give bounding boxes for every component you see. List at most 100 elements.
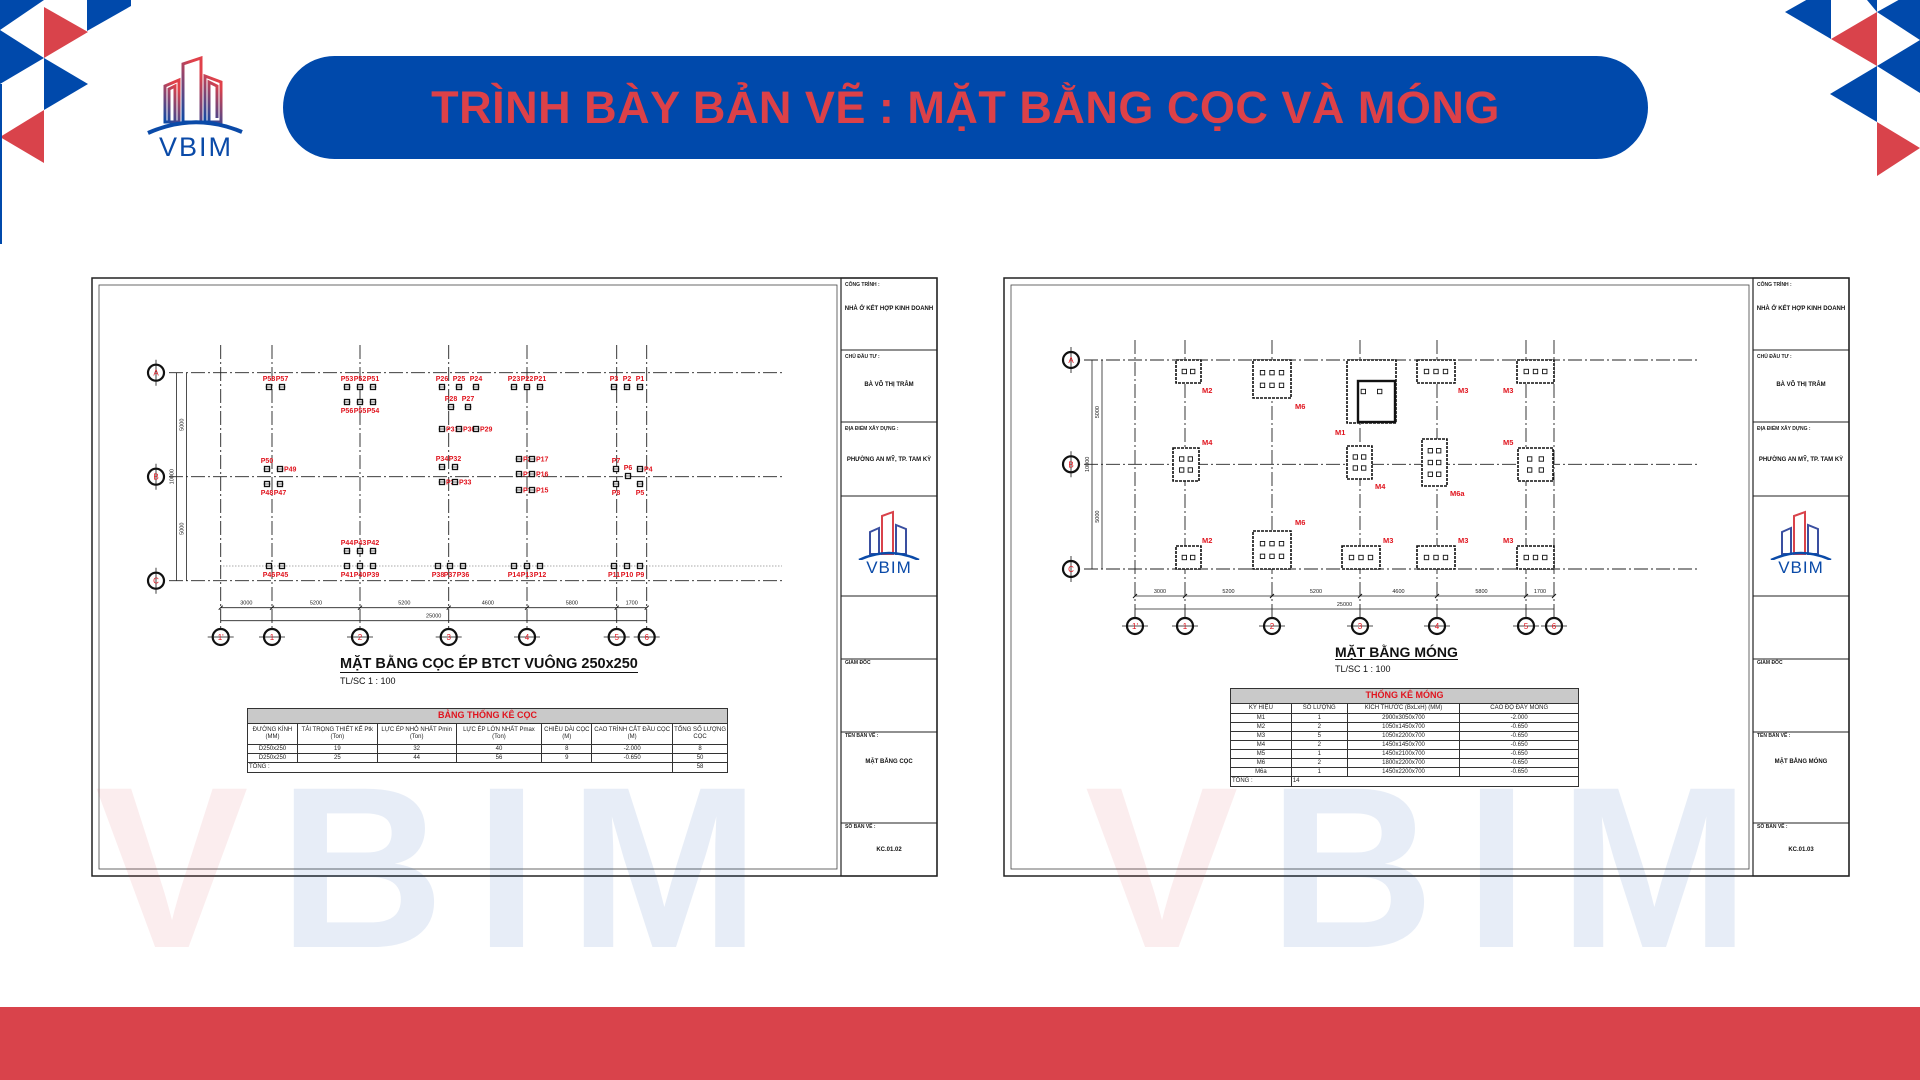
- table-total-row: TỔNG :58: [246, 762, 728, 773]
- dimension-tick: [269, 605, 275, 611]
- pile-label: P27: [462, 396, 475, 403]
- footing-pile-icon: [1427, 448, 1433, 454]
- footing-pile-icon: [1187, 467, 1193, 473]
- table-total-label: TỔNG :: [246, 762, 674, 773]
- building-logo-icon: [147, 56, 243, 135]
- table-cell: M3: [1230, 731, 1292, 741]
- footing-pile-icon: [1436, 459, 1442, 466]
- pile-label: P40: [354, 572, 367, 579]
- footing-pile-icon: [1527, 456, 1533, 462]
- footing-outline: [1516, 359, 1555, 384]
- pile-label: P41: [341, 572, 354, 579]
- pile-label: P26: [436, 376, 449, 383]
- table-header-cell: KÝ HIỆU: [1230, 703, 1292, 714]
- pile-label: P21: [534, 376, 547, 383]
- table-cell: 1450x2200x700: [1346, 767, 1461, 777]
- title-block-label-drawing-name-label: TÊN BẢN VẼ :: [1757, 733, 1791, 739]
- grid-label-col: 5: [1524, 622, 1529, 631]
- footing-pile-icon: [1352, 465, 1358, 471]
- dimension-total-vertical: 10000: [1085, 457, 1091, 472]
- table-cell: -0.650: [1459, 767, 1579, 777]
- pile-label: P29: [480, 427, 493, 434]
- pile-label: P1: [636, 376, 645, 383]
- dimension-text: 5200: [1222, 589, 1234, 595]
- footing-pile-icon: [1361, 465, 1367, 471]
- table-cell: D250x250: [247, 744, 298, 754]
- title-block-drawing-no: KC.01.02: [876, 847, 902, 853]
- grid-label-col: 2: [358, 633, 363, 642]
- table-cell: 1050x2200x700: [1346, 731, 1461, 741]
- dimension-tick: [1132, 593, 1138, 599]
- table-cell: 56: [455, 753, 543, 763]
- dimension-text: 1700: [626, 601, 638, 607]
- table-cell: 50: [672, 753, 728, 763]
- footing-label: M3: [1503, 536, 1513, 545]
- pile-label: P16: [536, 472, 549, 479]
- footing-pile-icon: [1179, 467, 1185, 473]
- dimension-tick: [1182, 593, 1188, 599]
- pile-label: P24: [470, 376, 483, 383]
- footing-pile-icon: [1269, 370, 1275, 376]
- title-block-label-director-label: GIÁM ĐỐC: [845, 660, 871, 666]
- footing-pile-icon: [1433, 368, 1439, 375]
- footing-pile-icon: [1348, 554, 1355, 561]
- dimension-tick: [614, 605, 620, 611]
- dimension-text: 4600: [1392, 589, 1404, 595]
- title-block-label-location-label: ĐỊA ĐIỂM XÂY DỰNG :: [1757, 426, 1811, 432]
- footing-pile-icon: [1269, 382, 1275, 388]
- title-block-project: NHÀ Ở KẾT HỢP KINH DOANH: [1756, 306, 1846, 312]
- dimension-text: 5200: [398, 601, 410, 607]
- title-block-project: NHÀ Ở KẾT HỢP KINH DOANH: [844, 306, 934, 312]
- logo-text: VBIM: [158, 132, 233, 162]
- table-cell: 44: [376, 753, 457, 763]
- table-cell: 1: [1290, 749, 1348, 759]
- footing-pile-icon: [1532, 554, 1539, 561]
- footing-pile-icon: [1259, 370, 1266, 376]
- footing-outline: [1346, 359, 1397, 424]
- footing-pile-icon: [1269, 553, 1275, 559]
- pile-label: P4: [644, 467, 653, 474]
- grid-label-col: 1': [1132, 622, 1138, 631]
- footing-pile-icon: [1523, 554, 1529, 561]
- footing-label: M1: [1335, 428, 1345, 437]
- footing-label: M4: [1202, 438, 1213, 447]
- table-cell: M1: [1230, 713, 1292, 723]
- dimension-total-vertical: 10000: [170, 469, 176, 484]
- title-block-owner: BÀ VÕ THỊ TRÂM: [1776, 382, 1826, 388]
- footing-pile-icon: [1259, 382, 1266, 388]
- pile-label: P22: [521, 376, 534, 383]
- table-header-cell: LỰC ÉP LỚN NHẤT Pmax (Ton): [455, 723, 543, 745]
- table-cell: -0.650: [1459, 740, 1579, 750]
- footing-label: M3: [1383, 536, 1393, 545]
- corner-decoration-right: [1785, 0, 1920, 176]
- footing-pile-icon: [1187, 456, 1193, 462]
- table-total-value: 14: [1290, 776, 1580, 787]
- dimension-tick: [357, 605, 363, 611]
- pile-label: P39: [367, 572, 380, 579]
- table-cell: 1050x1450x700: [1346, 722, 1461, 732]
- page-title: TRÌNH BÀY BẢN VẼ : MẶT BẰNG CỌC VÀ MÓNG: [431, 81, 1500, 133]
- footing-pile-icon: [1527, 467, 1533, 473]
- footing-pile-icon: [1179, 456, 1185, 462]
- table-cell: -0.650: [1459, 749, 1579, 759]
- footing-label: M2: [1202, 386, 1212, 395]
- plan-title: MẶT BẰNG MÓNG: [1335, 644, 1458, 660]
- footer-bar: [0, 1007, 1920, 1080]
- table-cell: 2: [1290, 758, 1348, 768]
- footing-pile-icon: [1358, 554, 1364, 561]
- footing-pile-icon: [1181, 368, 1187, 375]
- dimension-tick: [1269, 593, 1275, 599]
- pile-label: P17: [536, 457, 549, 464]
- table-cell: 1: [1290, 767, 1348, 777]
- table-title-row: BẢNG THỐNG KÊ CỌC: [247, 708, 728, 724]
- plan-title: MẶT BẰNG CỌC ÉP BTCT VUÔNG 250x250: [340, 656, 638, 673]
- grid-label-col: 1: [270, 633, 275, 642]
- footing-pile-icon: [1361, 454, 1367, 460]
- corner-decoration-left: [0, 0, 131, 244]
- footing-label: M2: [1202, 536, 1212, 545]
- pile-label: P50: [261, 458, 274, 465]
